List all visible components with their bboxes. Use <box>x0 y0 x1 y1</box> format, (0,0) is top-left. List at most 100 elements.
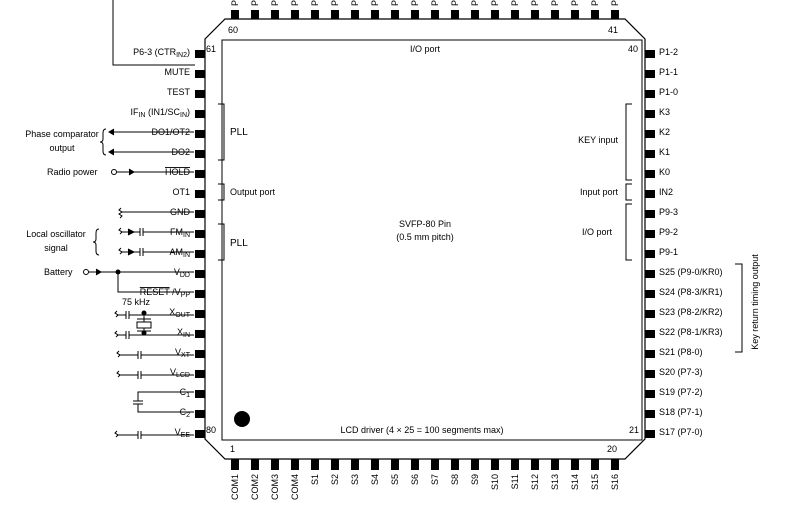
pin-number-21: 21 <box>629 425 639 435</box>
right-pin-stub <box>644 50 655 58</box>
pin-label-vxt: VXT <box>175 347 191 359</box>
left-pin-stub <box>195 270 206 278</box>
left-pin-stub <box>195 350 206 358</box>
bottom-pin-label: S6 <box>410 474 420 485</box>
pin-number-1: 1 <box>230 444 235 454</box>
package-pitch: (0.5 mm pitch) <box>396 232 454 242</box>
top-pin-stub <box>511 10 519 20</box>
right-pin-label: S21 (P8-0) <box>659 347 703 357</box>
top-pin-label: P <box>450 0 460 6</box>
right-pin-label: P9-3 <box>659 207 678 217</box>
left-pin-stub <box>195 430 206 438</box>
pin-label-xin: XIN <box>177 327 190 339</box>
chip-inner-frame <box>221 39 643 441</box>
phase-comparator-label: Phase comparator <box>25 129 99 139</box>
bottom-pin-stub <box>571 458 579 470</box>
top-pin-stub <box>491 10 499 20</box>
internal-brackets <box>218 103 632 261</box>
top-pin-stub <box>331 10 339 20</box>
bottom-pin-label: COM4 <box>290 474 300 500</box>
top-pin-stub <box>571 10 579 20</box>
pll-lower-label: PLL <box>230 238 248 249</box>
bottom-pin-label: S7 <box>430 474 440 485</box>
left-pin-stub <box>195 70 206 78</box>
right-pin-stub <box>644 210 655 218</box>
right-pin-stub <box>644 130 655 138</box>
right-pin-label: S24 (P8-3/KR1) <box>659 287 723 297</box>
pin-label-ot1: OT1 <box>172 187 190 197</box>
top-pin-label: P <box>570 0 580 6</box>
left-pin-stub <box>195 50 206 58</box>
right-pin-label: S19 (P7-2) <box>659 387 703 397</box>
bottom-pin-label: S4 <box>370 474 380 485</box>
bottom-pin-label: S1 <box>310 474 320 485</box>
crystal-frequency-label: 75 kHz <box>122 297 151 307</box>
top-pin-stub <box>591 10 599 20</box>
bottom-pin-stub <box>271 458 279 470</box>
top-pin-stub <box>391 10 399 20</box>
local-oscillator-sublabel: signal <box>44 243 68 253</box>
right-pin-stub <box>644 170 655 178</box>
bottom-pin-label: S11 <box>510 474 520 489</box>
top-pin-label: P <box>590 0 600 6</box>
bottom-pin-stub <box>331 458 339 470</box>
battery-label: Battery <box>44 267 73 277</box>
right-pin-label: P1-2 <box>659 47 678 57</box>
bottom-pin-label: S3 <box>350 474 360 485</box>
bottom-pin-stub <box>371 458 379 470</box>
bottom-pin-label: COM2 <box>250 474 260 500</box>
right-pin-label: S23 (P8-2/KR2) <box>659 307 723 317</box>
io-port-top-label: I/O port <box>410 44 441 54</box>
top-pin-stub <box>431 10 439 20</box>
top-pin-stub <box>371 10 379 20</box>
top-pin-label: P <box>270 0 280 6</box>
bottom-pin-stub <box>531 458 539 470</box>
top-pin-stub <box>351 10 359 20</box>
top-pin-label: P <box>470 0 480 6</box>
pin-label-p6-3: P6-3 (CTRIN2) <box>133 47 190 59</box>
pin-number-60: 60 <box>228 25 238 35</box>
chip-body <box>204 18 646 460</box>
right-pin-stub <box>644 90 655 98</box>
pin-label-if-in: IFIN (IN1/SCIN) <box>130 107 190 119</box>
phase-comparator-sublabel: output <box>49 143 75 153</box>
right-pin-label: K1 <box>659 147 670 157</box>
bottom-pin-stub <box>391 458 399 470</box>
bottom-pin-label: S16 <box>610 474 620 490</box>
right-pin-label: S20 (P7-3) <box>659 367 703 377</box>
right-pin-label: K3 <box>659 107 670 117</box>
top-pin-label: P <box>230 0 240 6</box>
bottom-pin-label: COM1 <box>230 474 240 500</box>
top-pin-stub <box>411 10 419 20</box>
output-port-label: Output port <box>230 187 276 197</box>
bottom-pin-label: S2 <box>330 474 340 485</box>
top-pin-stub <box>451 10 459 20</box>
bottom-pin-stub <box>311 458 319 470</box>
left-pin-stub <box>195 310 206 318</box>
bottom-pin-label: S8 <box>450 474 460 485</box>
pin-label-mute: MUTE <box>165 67 191 77</box>
top-pin-label: P <box>370 0 380 6</box>
io-port-right-label: I/O port <box>582 227 613 237</box>
bottom-pin-stub <box>471 458 479 470</box>
right-pin-stub <box>644 350 655 358</box>
right-pin-label: S22 (P8-1/KR3) <box>659 327 723 337</box>
left-pin-stub <box>195 150 206 158</box>
top-pin-label: P <box>490 0 500 6</box>
bottom-pin-label: S14 <box>570 474 580 490</box>
right-pin-stub <box>644 270 655 278</box>
pin-number-40: 40 <box>628 44 638 54</box>
left-pin-stub <box>195 370 206 378</box>
pin-number-61: 61 <box>206 44 216 54</box>
lcd-driver-label: LCD driver (4 × 25 = 100 segments max) <box>340 425 503 435</box>
top-pin-stub <box>231 10 239 20</box>
right-pin-label: IN2 <box>659 187 673 197</box>
pin-label-am-in: AMIN <box>170 247 191 259</box>
left-pin-stub <box>195 230 206 238</box>
right-pin-stub <box>644 310 655 318</box>
bottom-pin-stub <box>291 458 299 470</box>
bottom-pin-stub <box>231 458 239 470</box>
top-pin-label: P <box>410 0 420 6</box>
